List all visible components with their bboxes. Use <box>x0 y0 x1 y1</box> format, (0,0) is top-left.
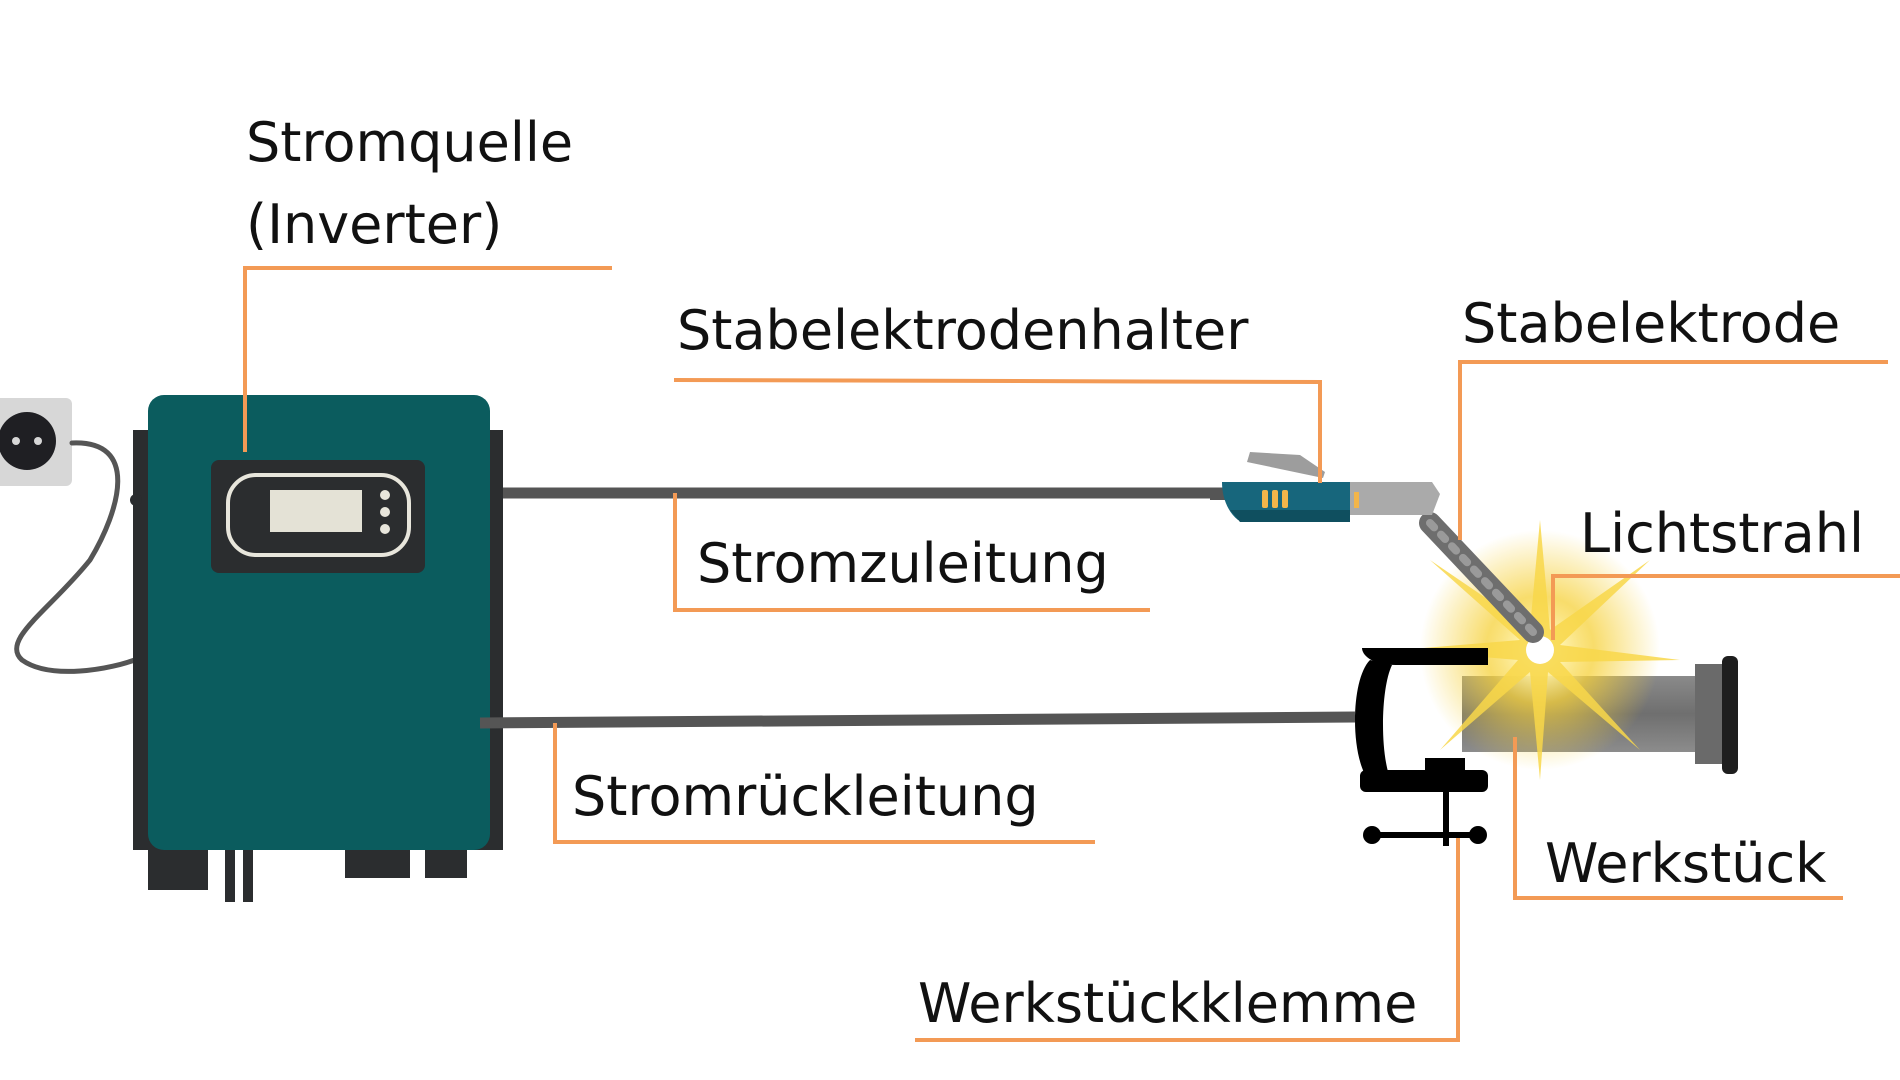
inverter-display-panel <box>211 460 425 573</box>
leader-lichtstrahl <box>1551 574 1900 640</box>
label-supply-cable: Stromzuleitung <box>697 532 1109 595</box>
label-power-source-line1: Stromquelle <box>246 111 574 174</box>
label-return-cable: Stromrückleitung <box>572 765 1039 828</box>
leader-lines <box>243 266 1900 1042</box>
label-electrode: Stabelektrode <box>1462 292 1841 355</box>
label-workpiece: Werkstück <box>1545 832 1827 895</box>
power-socket-icon <box>0 398 72 486</box>
label-electrode-holder: Stabelektrodenhalter <box>677 299 1249 362</box>
leader-stromquelle <box>243 266 612 452</box>
leader-stabelektrode <box>1458 360 1888 540</box>
label-workpiece-clamp: Werkstückklemme <box>918 972 1418 1035</box>
leader-stromzuleitung <box>673 493 1150 612</box>
leader-werkstueck <box>1513 737 1843 900</box>
electrode-holder-icon <box>1210 452 1440 522</box>
leader-werkstueckklemme <box>915 838 1460 1042</box>
electrode-rod-icon <box>1419 512 1544 643</box>
label-power-source-line2: (Inverter) <box>246 193 503 256</box>
c-clamp-icon <box>1355 648 1488 846</box>
return-cable <box>479 711 1356 729</box>
mains-cable <box>14 440 143 674</box>
inverter-icon <box>130 395 503 902</box>
label-light-beam: Lichtstrahl <box>1580 502 1865 565</box>
leader-stromrueckleitung <box>553 723 1095 844</box>
leader-stabelektrodenhalter <box>673 378 1322 483</box>
